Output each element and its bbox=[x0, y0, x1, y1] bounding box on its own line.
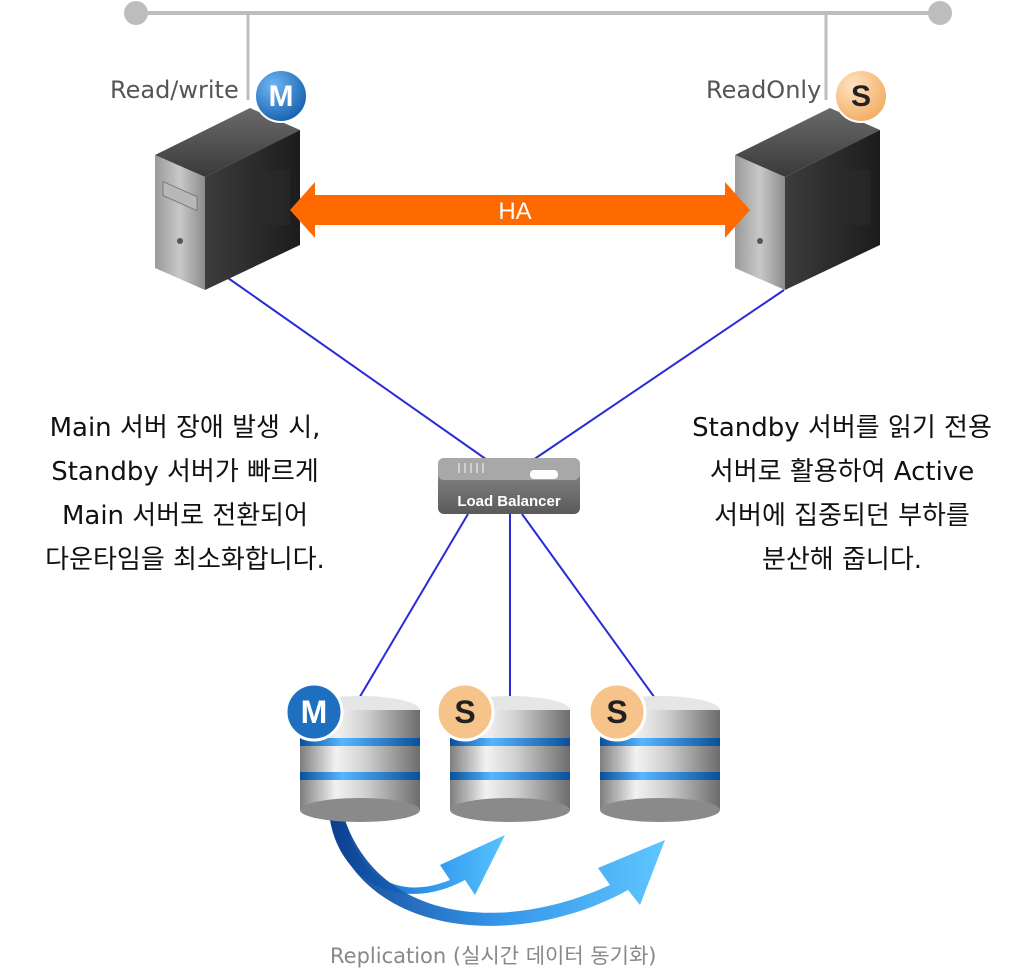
left-description: Main 서버 장애 발생 시, Standby 서버가 빠르게 Main 서버… bbox=[10, 406, 360, 582]
left-description-line-1: Main 서버 장애 발생 시, bbox=[49, 413, 321, 443]
left-description-line-3: Main 서버로 전환되어 bbox=[61, 501, 309, 531]
ha-label: HA bbox=[498, 198, 531, 225]
main-server-label: Read/write bbox=[110, 76, 239, 104]
right-description-line-3: 서버에 집중되던 부하를 bbox=[714, 501, 970, 531]
database-standby-2-badge bbox=[587, 682, 647, 742]
load-balancer-label: Load Balancer bbox=[457, 493, 561, 510]
standby-server-badge-letter: S bbox=[851, 80, 871, 113]
right-description-line-2: 서버로 활용하여 Active bbox=[709, 457, 975, 487]
right-description-line-4: 분산해 줍니다. bbox=[761, 545, 923, 575]
standby-server-badge bbox=[834, 69, 888, 123]
replication-arrows bbox=[330, 820, 665, 926]
right-description: Standby 서버를 읽기 전용 서버로 활용하여 Active 서버에 집중… bbox=[662, 406, 1022, 582]
database-standby-1-badge bbox=[435, 682, 495, 742]
ha-arrow bbox=[290, 182, 750, 238]
network-bus bbox=[124, 1, 952, 100]
standby-server bbox=[735, 108, 880, 290]
database-standby-1-badge-letter: S bbox=[454, 694, 475, 730]
database-main-badge bbox=[284, 682, 344, 742]
database-standby-2-badge-letter: S bbox=[606, 694, 627, 730]
main-server bbox=[155, 108, 300, 290]
load-balancer bbox=[438, 458, 580, 514]
main-server-badge bbox=[254, 69, 308, 123]
replication-caption: Replication (실시간 데이터 동기화) bbox=[330, 944, 657, 968]
right-description-line-1: Standby 서버를 읽기 전용 bbox=[692, 413, 992, 443]
database-main-badge-letter: M bbox=[301, 694, 328, 730]
connection-lines bbox=[227, 277, 785, 706]
left-description-line-4: 다운타임을 최소화합니다. bbox=[45, 545, 325, 575]
left-description-line-2: Standby 서버가 빠르게 bbox=[51, 457, 319, 487]
main-server-badge-letter: M bbox=[269, 80, 294, 113]
standby-server-label: ReadOnly bbox=[706, 76, 822, 104]
